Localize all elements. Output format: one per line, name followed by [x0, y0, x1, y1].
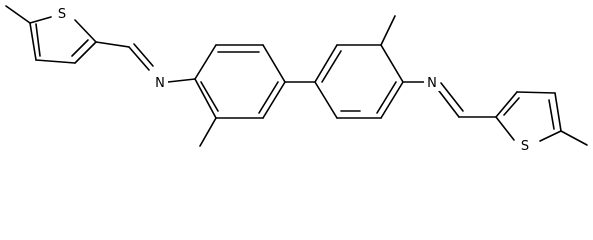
sulfur-atom-left: S — [55, 4, 69, 22]
bond — [128, 46, 150, 71]
bond — [380, 44, 404, 83]
bond — [74, 41, 97, 64]
bond — [548, 99, 555, 130]
bond — [380, 81, 404, 119]
atom-label: S — [58, 7, 66, 22]
bond — [194, 44, 217, 80]
label-backdrop — [518, 136, 532, 154]
bond — [35, 59, 76, 64]
label-backdrop — [424, 73, 440, 91]
chemical-structure: S N N S — [5, 4, 588, 154]
bond — [440, 82, 464, 112]
bond — [167, 78, 196, 83]
bond — [258, 81, 279, 114]
bond — [74, 19, 97, 43]
bond — [35, 23, 41, 57]
bond — [29, 22, 37, 61]
bond — [516, 91, 556, 94]
bond — [71, 39, 89, 57]
bond — [539, 130, 562, 142]
label-backdrop — [152, 73, 168, 91]
bond — [503, 97, 520, 116]
bond — [194, 78, 217, 119]
bond — [262, 81, 286, 119]
bond — [199, 117, 217, 147]
atom-label: N — [155, 76, 165, 91]
bond — [435, 86, 460, 118]
bond — [314, 44, 338, 83]
bond — [380, 15, 396, 46]
nitrogen-atom-right: N — [424, 73, 440, 91]
sulfur-atom-right: S — [518, 136, 532, 154]
bond — [133, 43, 154, 67]
bond — [554, 92, 562, 132]
bond-lines — [5, 5, 588, 147]
bond — [200, 81, 219, 112]
bond — [314, 81, 338, 119]
atom-labels: S N N S — [55, 4, 532, 154]
bond — [495, 91, 518, 118]
bond — [560, 130, 588, 146]
nitrogen-atom-left: N — [152, 73, 168, 91]
bond — [262, 44, 286, 83]
atom-label: N — [427, 76, 437, 91]
bond — [95, 41, 130, 48]
bond — [321, 50, 342, 83]
bond — [5, 5, 31, 24]
bond — [376, 81, 397, 114]
atom-label: S — [521, 139, 529, 154]
bond — [29, 16, 52, 24]
bond — [495, 116, 515, 141]
label-backdrop — [55, 4, 69, 22]
